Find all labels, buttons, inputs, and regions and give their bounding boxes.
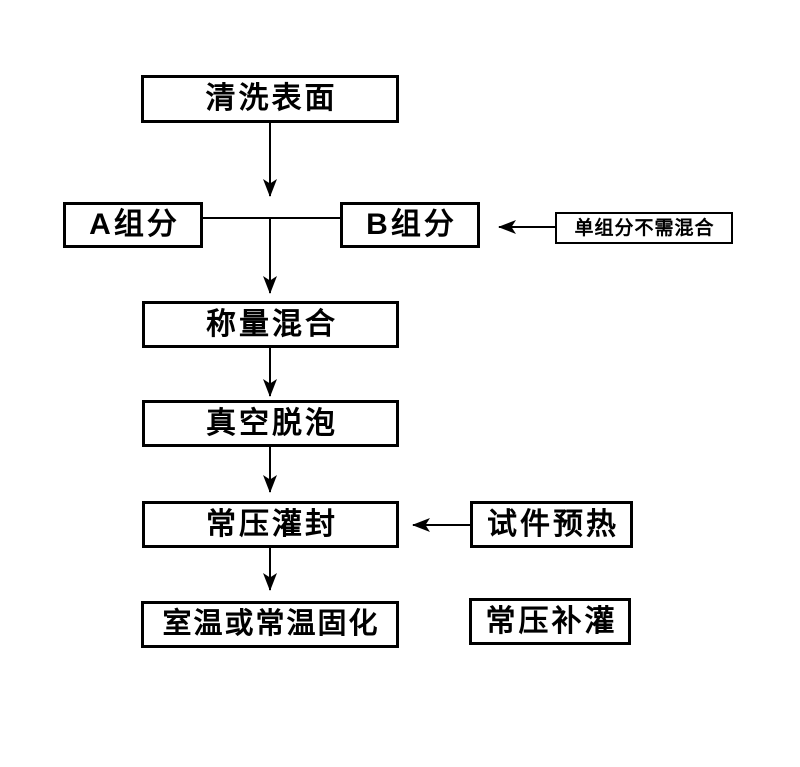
node-ambient-potting: 常压灌封 — [142, 501, 399, 548]
node-weigh-mix: 称量混合 — [142, 301, 399, 348]
node-vacuum-degas: 真空脱泡 — [142, 400, 399, 447]
node-ambient-refill: 常压补灌 — [469, 598, 631, 645]
node-cure: 室温或常温固化 — [141, 601, 399, 648]
node-component-a: A组分 — [63, 202, 203, 248]
node-component-b: B组分 — [340, 202, 480, 248]
node-specimen-preheat: 试件预热 — [470, 501, 633, 548]
note-single-component: 单组分不需混合 — [555, 212, 733, 244]
node-clean-surface: 清洗表面 — [141, 75, 399, 123]
